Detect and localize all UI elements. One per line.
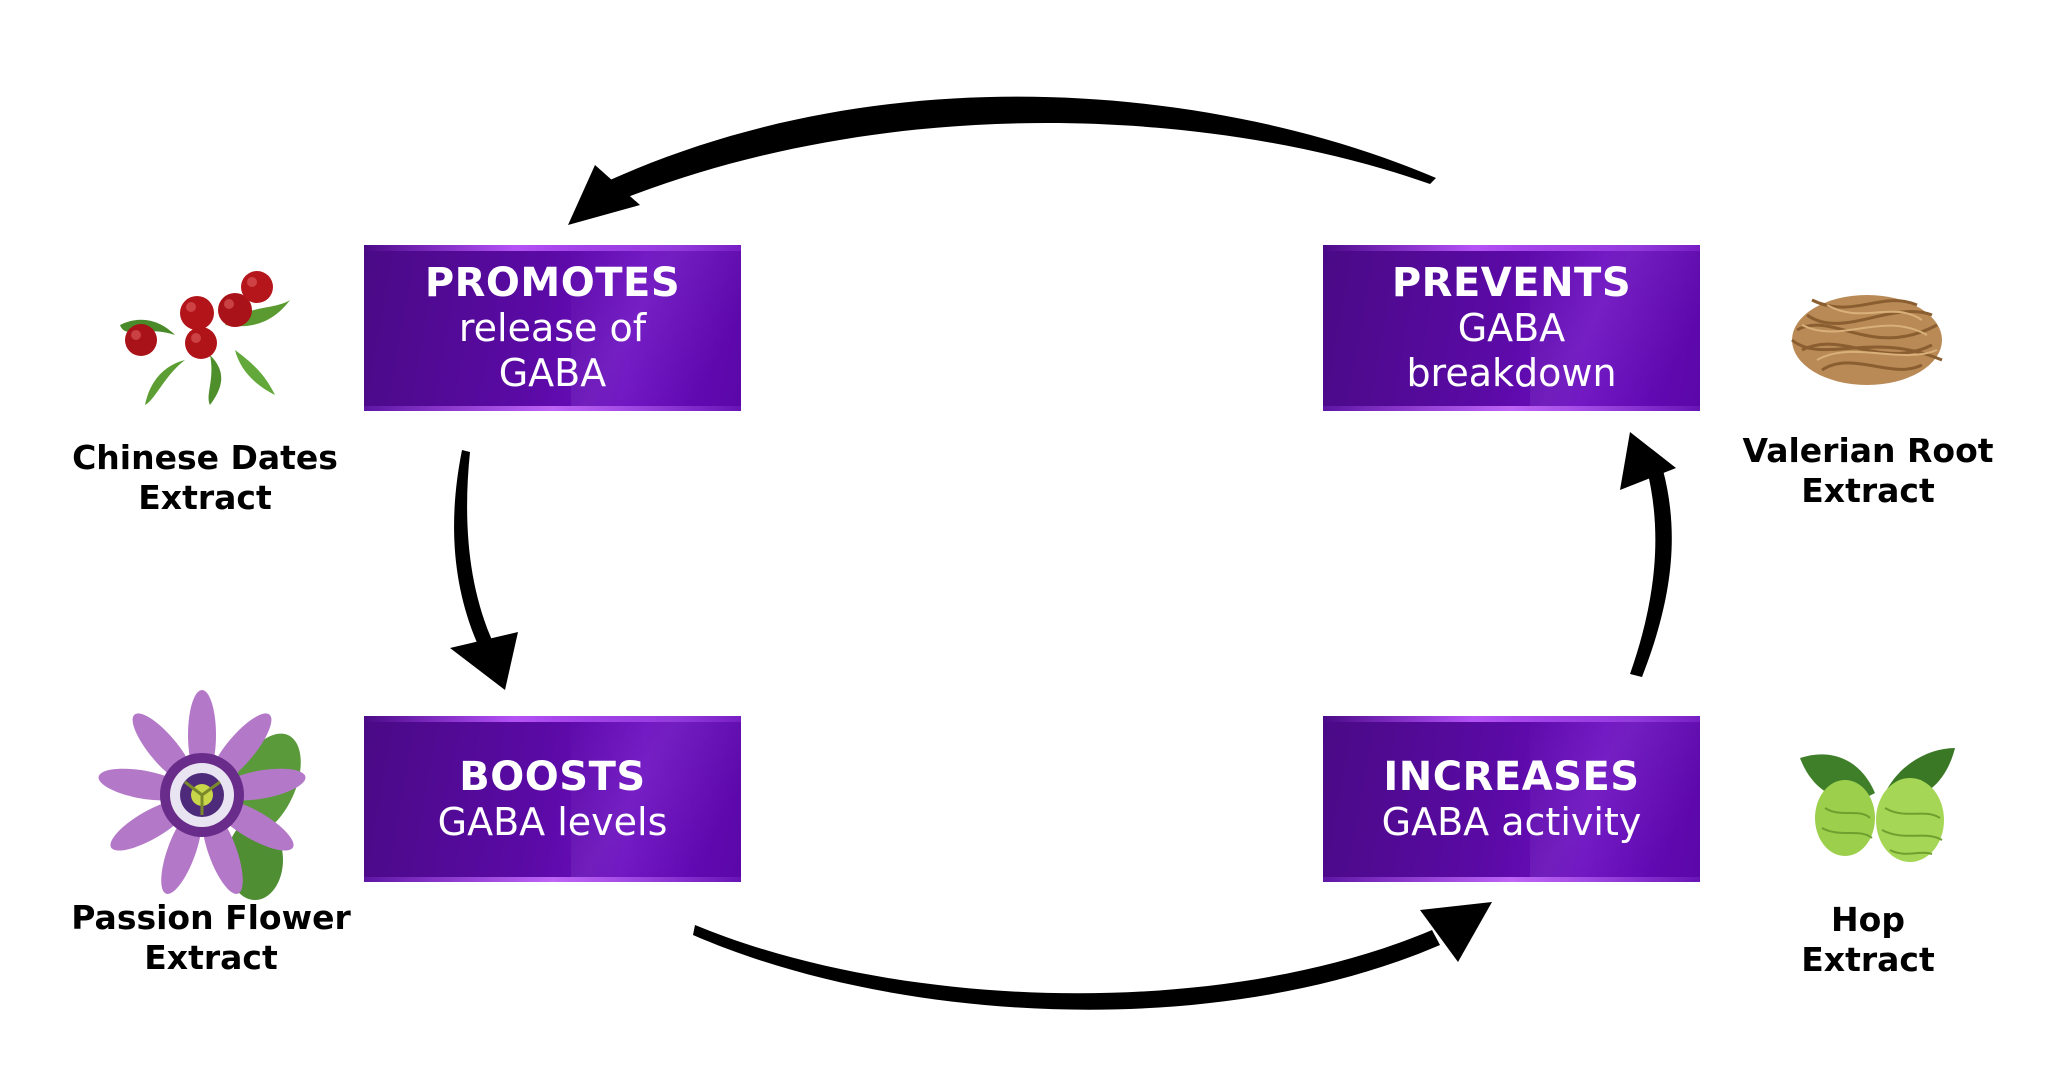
arrow-boosts-to-increases: [693, 925, 1440, 1010]
chinese-dates-icon: [120, 271, 290, 405]
chinese-dates-label: Chinese Dates Extract: [40, 438, 370, 518]
promotes-heading: PROMOTES: [424, 260, 681, 306]
chinese-dates-line2: Extract: [138, 478, 272, 517]
valerian-root-line2: Extract: [1801, 471, 1935, 510]
promotes-line1: release of: [458, 306, 647, 350]
arrow-head-left: [450, 632, 518, 690]
arrow-promotes-to-boosts: [454, 450, 492, 645]
hop-line2: Extract: [1801, 940, 1935, 979]
passion-flower-line1: Passion Flower: [71, 898, 351, 937]
prevents-line2: breakdown: [1406, 351, 1617, 395]
arrow-head-bottom: [1420, 902, 1492, 962]
passion-flower-line2: Extract: [144, 938, 278, 977]
boosts-box: BOOSTS GABA levels: [364, 716, 741, 882]
increases-heading: INCREASES: [1383, 753, 1640, 800]
valerian-root-label: Valerian Root Extract: [1703, 431, 2033, 511]
increases-box: INCREASES GABA activity: [1323, 716, 1700, 882]
valerian-root-line1: Valerian Root: [1742, 431, 1994, 470]
prevents-heading: PREVENTS: [1391, 260, 1632, 306]
boosts-heading: BOOSTS: [459, 753, 646, 800]
chinese-dates-line1: Chinese Dates: [72, 438, 338, 477]
hop-line1: Hop: [1831, 900, 1905, 939]
arrow-prevents-to-promotes: [610, 96, 1436, 200]
boosts-line1: GABA levels: [437, 799, 668, 844]
prevents-line1: GABA: [1457, 306, 1566, 350]
passion-flower-label: Passion Flower Extract: [46, 898, 376, 978]
promotes-line2: GABA: [498, 351, 607, 395]
increases-line1: GABA activity: [1381, 799, 1642, 844]
passion-flower-icon: [98, 690, 306, 900]
valerian-root-icon: [1791, 295, 1943, 385]
prevents-box: PREVENTS GABA breakdown: [1323, 245, 1700, 411]
arrow-head-right: [1620, 432, 1676, 490]
arrow-increases-to-prevents: [1630, 470, 1672, 677]
arrow-head-top: [568, 165, 640, 225]
hop-icon: [1800, 748, 1955, 862]
promotes-box: PROMOTES release of GABA: [364, 245, 741, 411]
hop-label: Hop Extract: [1703, 900, 2033, 980]
